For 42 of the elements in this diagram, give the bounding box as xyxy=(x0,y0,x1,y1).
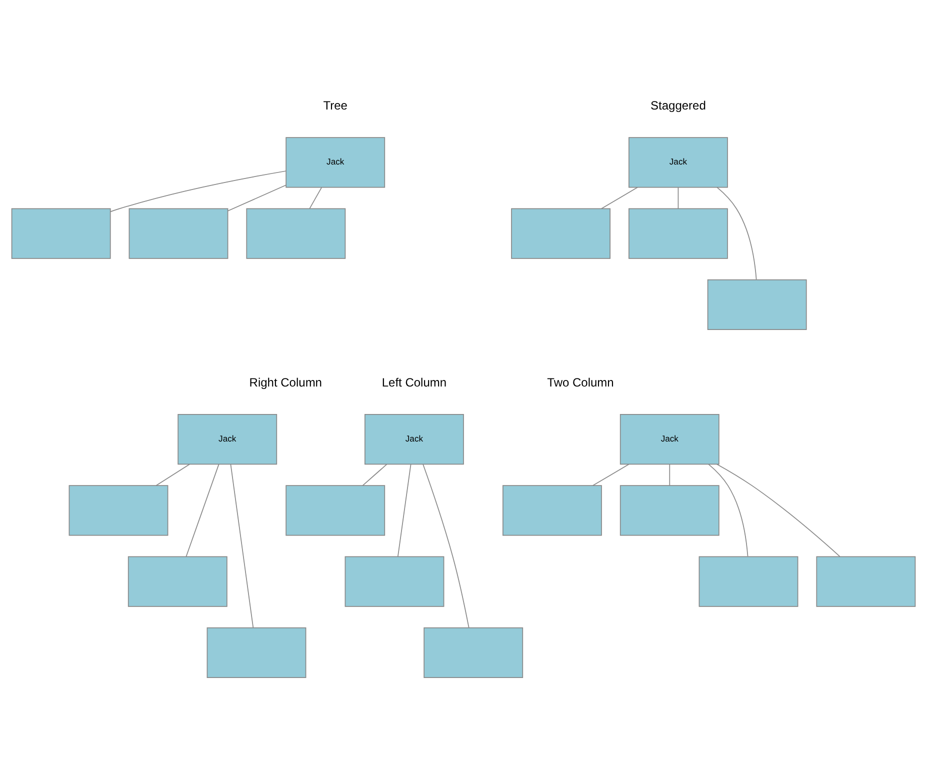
connector xyxy=(362,464,388,486)
connector xyxy=(669,464,670,486)
node-box xyxy=(286,485,386,536)
node-box xyxy=(11,208,111,259)
node-box xyxy=(246,208,346,259)
node-box: Jack xyxy=(628,137,728,188)
connector xyxy=(678,187,679,209)
node-box xyxy=(206,627,306,678)
label: Tree xyxy=(323,98,348,112)
connector xyxy=(592,464,630,486)
node-box xyxy=(344,556,444,607)
node-box: Jack xyxy=(620,414,720,465)
connector xyxy=(708,464,748,557)
node-box xyxy=(707,279,807,330)
connector xyxy=(422,464,470,628)
node-box: Jack xyxy=(178,414,278,465)
connector xyxy=(601,186,638,210)
connector xyxy=(716,186,757,280)
node-box xyxy=(424,627,524,678)
connector xyxy=(716,464,840,557)
label: Two Column xyxy=(547,375,614,390)
node-box xyxy=(128,556,228,607)
node-box xyxy=(68,485,168,536)
node-box xyxy=(502,485,602,536)
node-box xyxy=(620,485,720,536)
connector xyxy=(230,464,254,628)
connector xyxy=(186,464,220,558)
node-box xyxy=(128,208,228,259)
node-box: Jack xyxy=(286,137,386,188)
label: Right Column xyxy=(249,375,322,390)
connector xyxy=(228,184,286,212)
node-box xyxy=(698,556,798,607)
label: Left Column xyxy=(382,375,447,390)
connector xyxy=(110,170,286,212)
node-box xyxy=(816,556,916,607)
label: Staggered xyxy=(650,98,706,112)
node-box: Jack xyxy=(364,414,464,465)
node-box xyxy=(628,208,728,259)
connector xyxy=(309,187,322,209)
node-box xyxy=(511,208,610,259)
connector xyxy=(156,464,190,486)
connector xyxy=(397,464,412,558)
